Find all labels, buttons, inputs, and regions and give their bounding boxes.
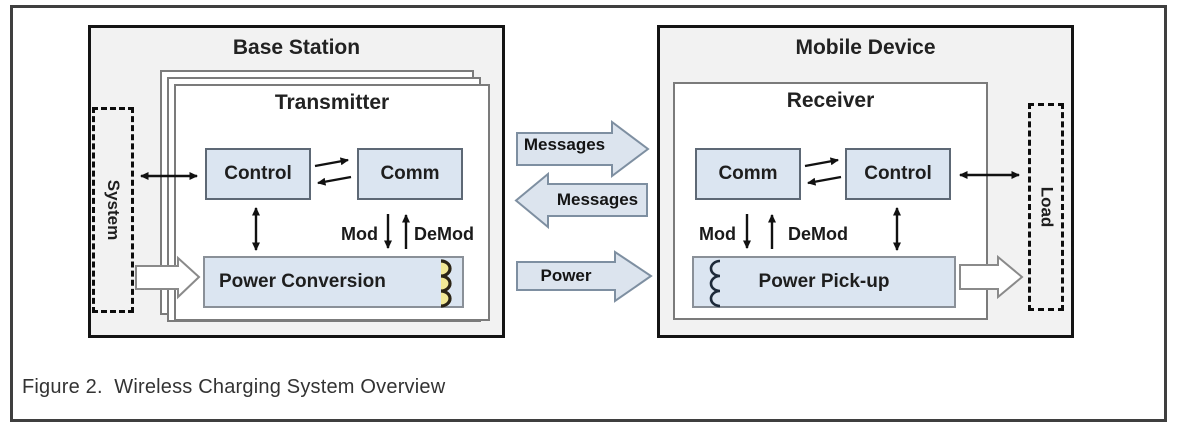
base-station-mod-label: Mod — [341, 224, 378, 244]
base-station-control-label: Control — [224, 163, 292, 184]
load-label: Load — [1037, 186, 1057, 228]
messages-to-base-label: Messages — [556, 190, 639, 209]
power-conversion-block: Power Conversion — [203, 256, 464, 308]
load-box: Load — [1028, 103, 1064, 311]
base-station-control-block: Control — [205, 148, 311, 200]
power-channel-label: Power — [540, 266, 592, 285]
base-station-comm-block: Comm — [357, 148, 463, 200]
mobile-device-comm-label: Comm — [718, 163, 778, 184]
system-label: System — [104, 179, 124, 241]
figure-caption: Figure 2. Wireless Charging System Overv… — [22, 376, 446, 398]
mobile-device-control-label: Control — [864, 163, 932, 184]
receiver-title: Receiver — [786, 89, 875, 112]
transmitter-title: Transmitter — [274, 91, 390, 114]
power-pickup-block: Power Pick-up — [692, 256, 956, 308]
system-box: System — [92, 107, 134, 313]
mobile-device-control-block: Control — [845, 148, 951, 200]
power-conversion-label: Power Conversion — [219, 271, 386, 292]
messages-to-mobile-label: Messages — [523, 135, 606, 154]
mobile-device-demod-label: DeMod — [788, 224, 848, 244]
base-station-comm-label: Comm — [380, 163, 440, 184]
power-pickup-label: Power Pick-up — [758, 271, 890, 292]
mobile-device-title: Mobile Device — [795, 36, 936, 59]
mobile-device-comm-block: Comm — [695, 148, 801, 200]
base-station-title: Base Station — [232, 36, 361, 59]
mobile-device-mod-label: Mod — [699, 224, 736, 244]
base-station-demod-label: DeMod — [414, 224, 474, 244]
